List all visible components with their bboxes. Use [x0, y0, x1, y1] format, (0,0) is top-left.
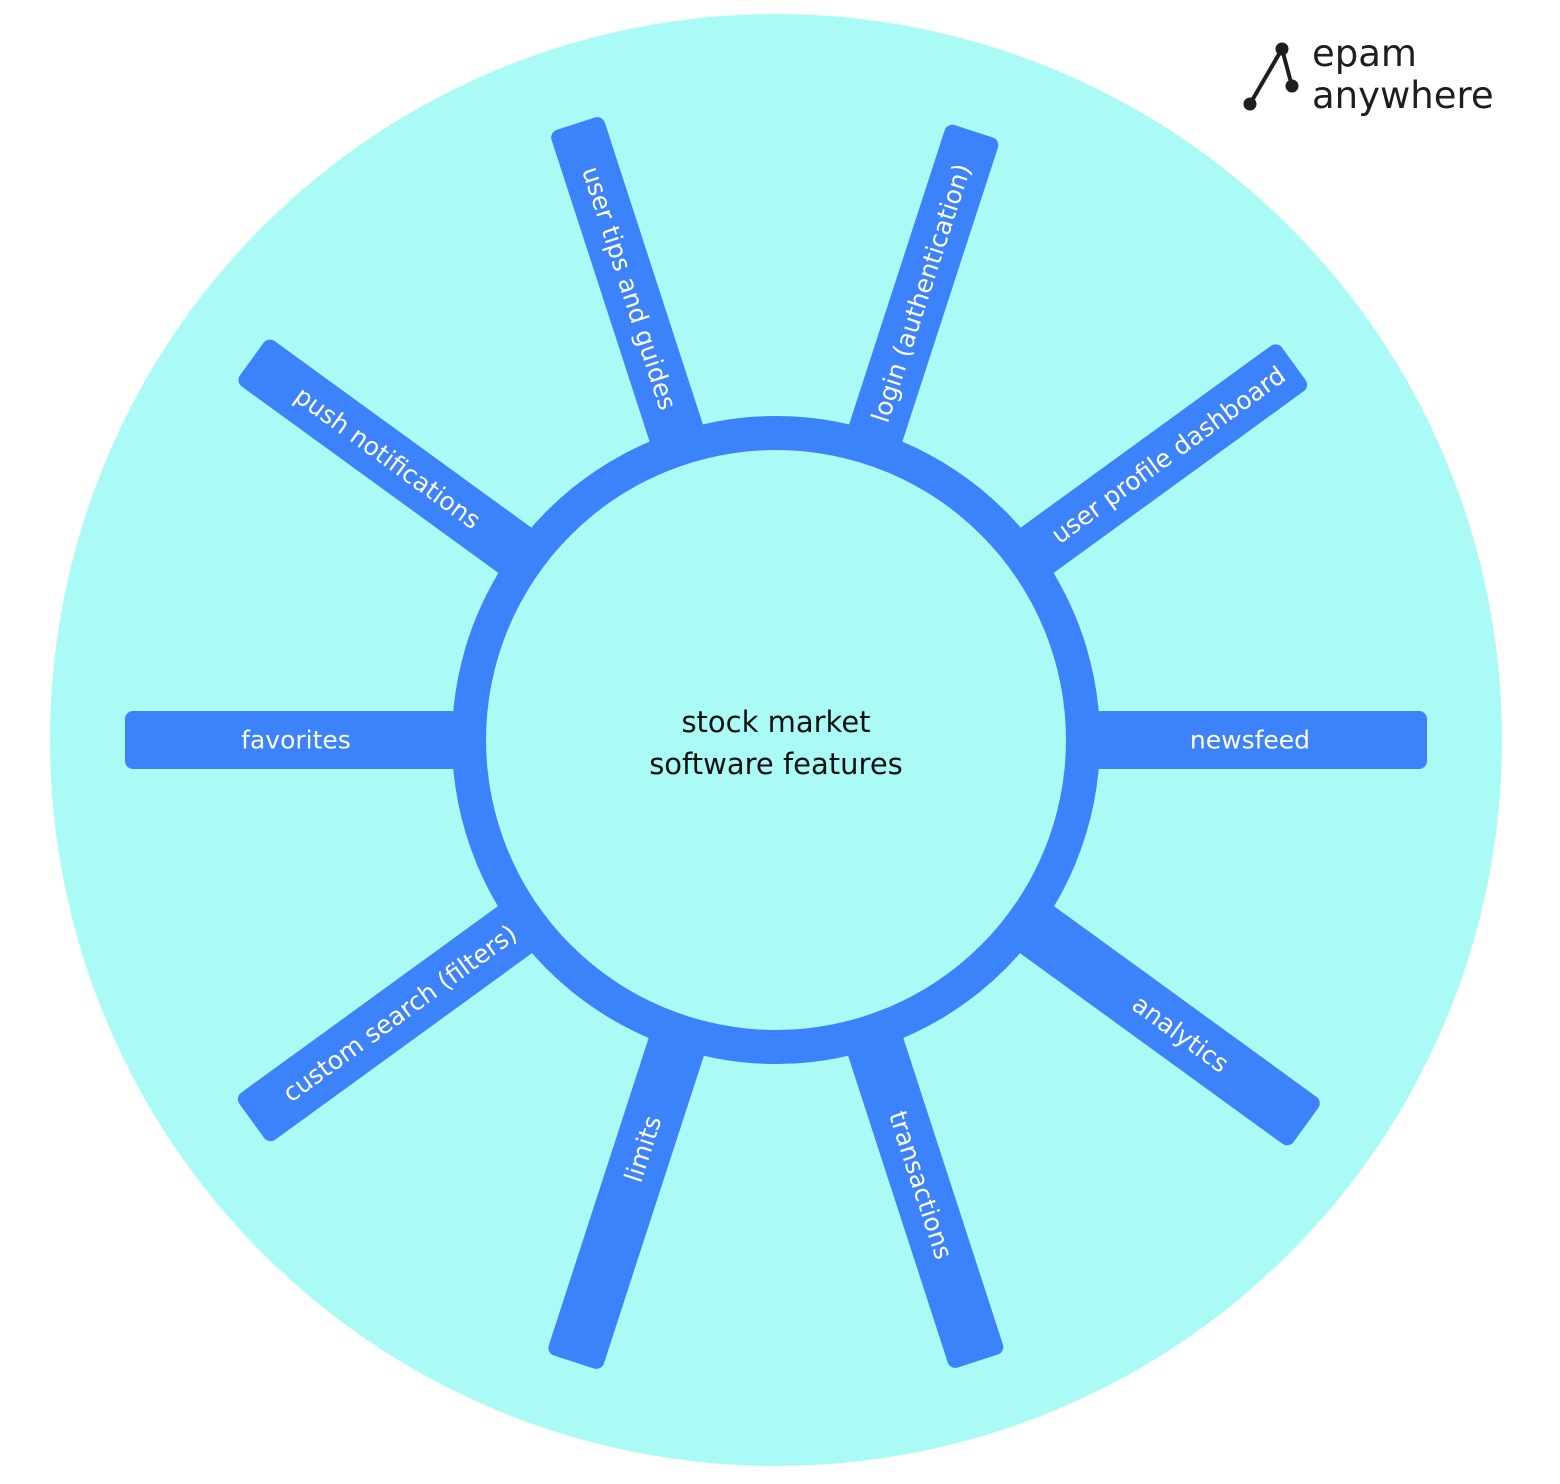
epam-anywhere-logo-icon	[1243, 42, 1299, 111]
brand-line-2: anywhere	[1312, 74, 1494, 117]
spoke-bar-custom-search	[237, 896, 548, 1142]
feature-label-newsfeed: newsfeed	[1190, 726, 1310, 755]
center-circle	[486, 450, 1066, 1030]
spoke-bar-user-tips-and-guides	[551, 117, 708, 462]
spoke-bar-transactions	[843, 1018, 1004, 1368]
brand-line-1: epam	[1312, 32, 1417, 75]
spoke-favorites: favorites	[125, 711, 476, 769]
center-title: stock market	[681, 705, 870, 739]
spoke-bar-limits	[548, 1018, 709, 1369]
epam-anywhere-logo: epam anywhere	[1243, 32, 1494, 117]
spoke-bar-push-notifications	[238, 339, 547, 584]
spoke-newsfeed: newsfeed	[1076, 711, 1427, 769]
spoke-bar-favorites	[125, 711, 476, 769]
spoke-limits: limits	[548, 1018, 709, 1369]
center-subtitle: software features	[649, 747, 903, 781]
spoke-bar-newsfeed	[1076, 711, 1427, 769]
feature-label-favorites: favorites	[241, 726, 351, 755]
spoke-bar-user-profile-dashboard	[1005, 344, 1308, 584]
spoke-bar-analytics	[1004, 896, 1320, 1146]
spoke-bar-login	[844, 124, 999, 462]
